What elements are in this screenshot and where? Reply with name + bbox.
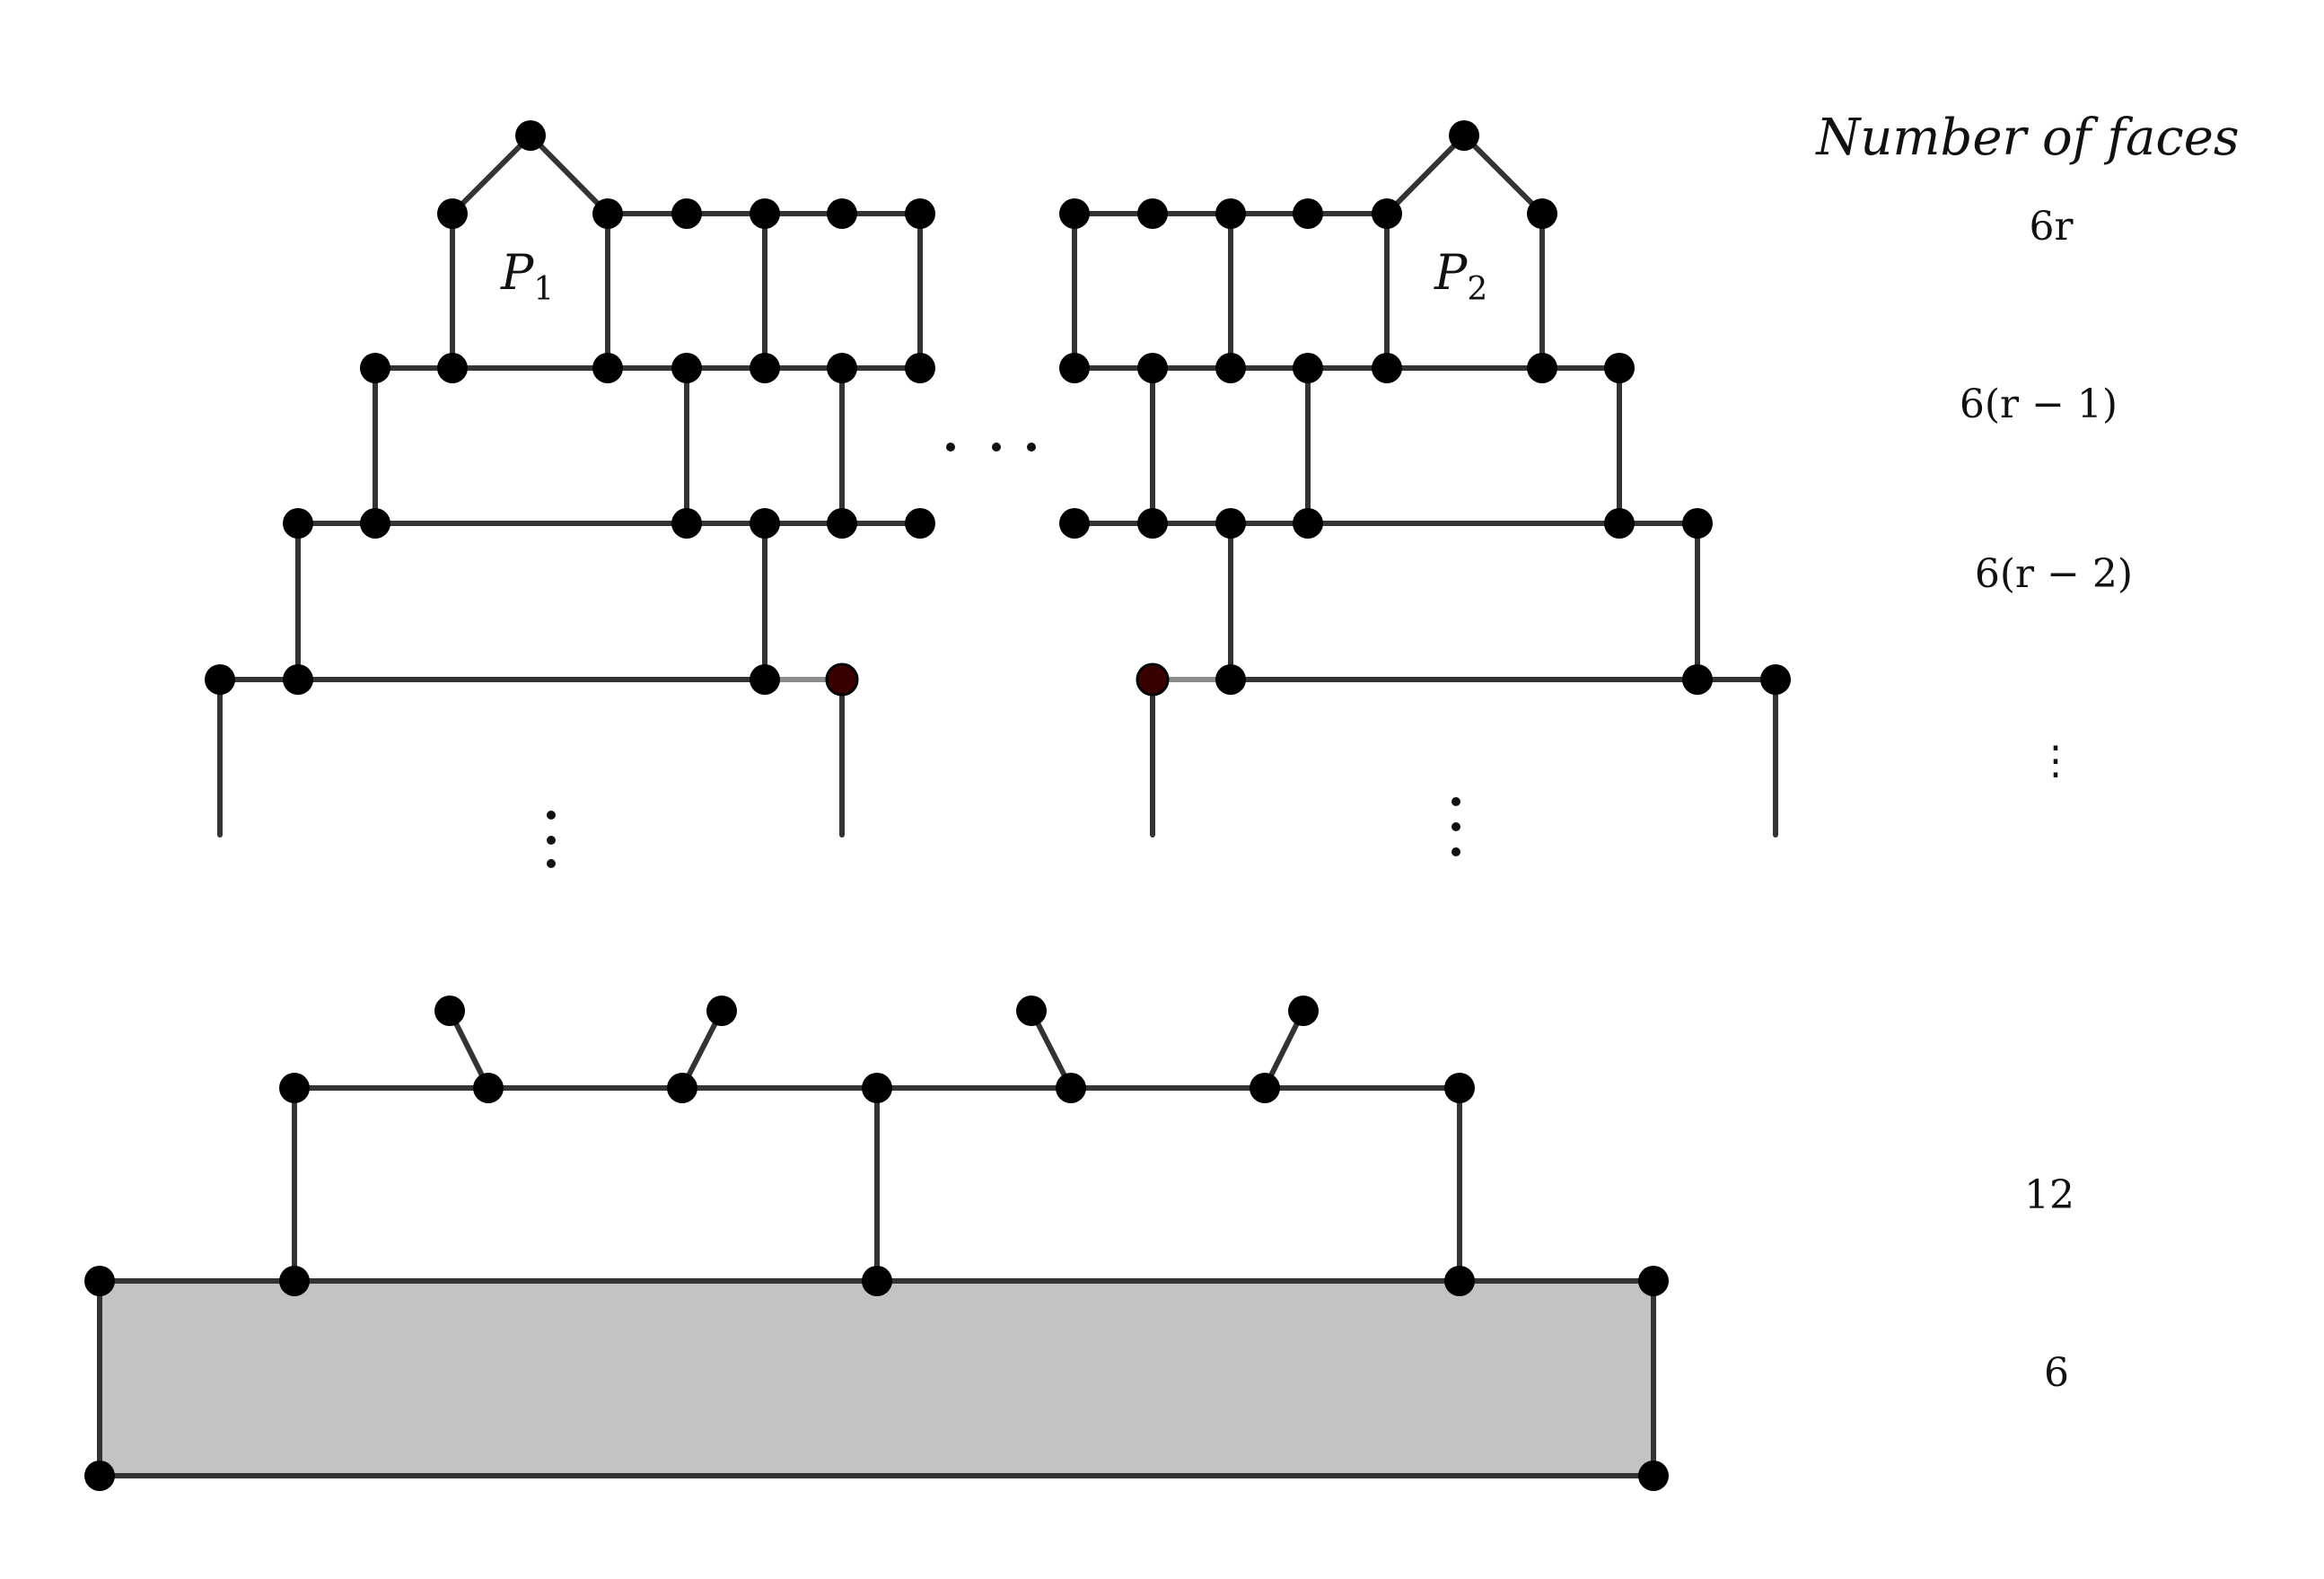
- graph-vertex: [1527, 353, 1557, 383]
- graph-nodes: [84, 120, 1791, 1491]
- graph-vertex: [1059, 508, 1090, 539]
- graph-vertex: [434, 996, 465, 1026]
- graph-vertex: [360, 508, 390, 539]
- p1-label: P1: [500, 244, 554, 308]
- graph-vertex: [1215, 353, 1246, 383]
- graph-vertex: [1682, 664, 1713, 695]
- face-count-row-3: 6(r − 2): [1975, 551, 2133, 597]
- graph-vertex: [827, 353, 857, 383]
- graph-vertex: [1215, 198, 1246, 229]
- p1-roof-right-edge: [528, 133, 610, 216]
- p2-roof-right-edge: [1461, 133, 1545, 216]
- graph-vertex: [1016, 996, 1047, 1026]
- graph-vertex: [1250, 1073, 1280, 1103]
- face-count-row-1: 6r: [2029, 204, 2074, 250]
- graph-vertex: [1372, 353, 1402, 383]
- graph-vertex: [862, 1266, 892, 1296]
- graph-vertex: [1059, 353, 1090, 383]
- p2-roof-left-edge: [1384, 133, 1467, 216]
- graph-vertex: [437, 353, 468, 383]
- graph-vertex: [1527, 198, 1557, 229]
- graph-vertex: [1604, 353, 1635, 383]
- face-count-row-12: 12: [2024, 1172, 2074, 1218]
- graph-vertex: [862, 1073, 892, 1103]
- graph-vertex: [1638, 1461, 1669, 1491]
- right-polygon-structure: [1072, 133, 1778, 838]
- graph-vertex: [1293, 198, 1323, 229]
- graph-vertex: [283, 664, 313, 695]
- graph-vertex: [1215, 664, 1246, 695]
- graph-vertex: [1293, 353, 1323, 383]
- graph-vertex: [827, 508, 857, 539]
- graph-vertex: [1604, 508, 1635, 539]
- graph-vertex: [1372, 198, 1402, 229]
- graph-vertex: [1760, 664, 1791, 695]
- graph-vertex: [279, 1266, 310, 1296]
- graph-vertex: [360, 353, 390, 383]
- shaded-base-face: [100, 1281, 1653, 1476]
- vertical-ellipsis-right: [1451, 797, 1460, 856]
- face-count-row-6: 6: [2044, 1350, 2069, 1396]
- graph-vertex: [1059, 198, 1090, 229]
- graph-vertex: [84, 1266, 115, 1296]
- graph-vertex: [671, 198, 702, 229]
- face-count-vertical-dots: ⋮: [2036, 738, 2075, 784]
- graph-vertex: [750, 664, 780, 695]
- graph-vertex: [592, 353, 623, 383]
- graph-vertex: [515, 120, 546, 151]
- graph-vertex: [1215, 508, 1246, 539]
- p2-label: P2: [1434, 244, 1487, 308]
- graph-vertex: [437, 198, 468, 229]
- graph-vertex: [592, 198, 623, 229]
- left-polygon-structure: [217, 133, 923, 838]
- graph-vertex: [1137, 198, 1168, 229]
- graph-vertex: [1288, 996, 1319, 1026]
- graph-vertex: [905, 198, 935, 229]
- vertical-ellipsis-left: [547, 811, 556, 868]
- graph-vertex: [905, 353, 935, 383]
- graph-vertex: [667, 1073, 697, 1103]
- graph-vertex: [750, 508, 780, 539]
- graph-vertex: [205, 664, 235, 695]
- graph-vertex: [671, 353, 702, 383]
- p1-roof-left-edge: [450, 133, 533, 216]
- horizontal-ellipsis: [946, 443, 1036, 452]
- face-count-row-2: 6(r − 1): [1960, 382, 2118, 427]
- graph-vertex: [1682, 508, 1713, 539]
- graph-vertex: [827, 198, 857, 229]
- highlighted-vertex: [1136, 662, 1170, 697]
- graph-vertex: [750, 198, 780, 229]
- number-of-faces-title: Number of faces: [1814, 109, 2239, 167]
- graph-vertex: [1137, 508, 1168, 539]
- graph-vertex: [1638, 1266, 1669, 1296]
- bottom-structure: [97, 1008, 1656, 1478]
- graph-vertex: [84, 1461, 115, 1491]
- graph-vertex: [905, 508, 935, 539]
- graph-vertex: [1449, 120, 1479, 151]
- graph-vertex: [1056, 1073, 1086, 1103]
- graph-vertex: [706, 996, 737, 1026]
- graph-vertex: [283, 508, 313, 539]
- graph-vertex: [279, 1073, 310, 1103]
- graph-vertex: [1444, 1073, 1475, 1103]
- graph-vertex: [1444, 1266, 1475, 1296]
- graph-vertex: [1137, 353, 1168, 383]
- graph-vertex: [473, 1073, 504, 1103]
- graph-vertex: [1293, 508, 1323, 539]
- graph-vertex: [750, 353, 780, 383]
- graph-vertex: [671, 508, 702, 539]
- highlighted-vertex: [825, 662, 859, 697]
